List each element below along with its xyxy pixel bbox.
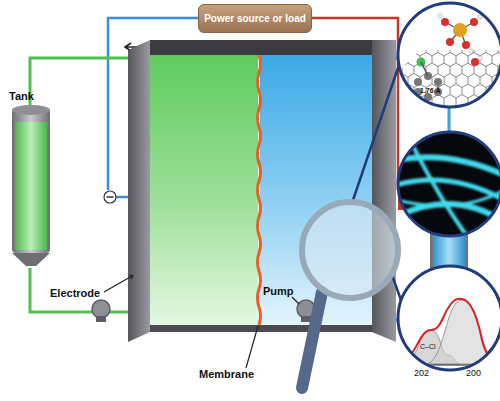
node-text: Power source or load	[204, 13, 306, 25]
pump-symbol	[92, 300, 110, 322]
pump-symbol	[96, 316, 106, 322]
fiber-micrograph-inset	[396, 140, 500, 240]
fiber-micrograph-inset	[396, 157, 500, 175]
negative-terminal-symbol	[107, 196, 114, 198]
leader-line	[129, 275, 133, 279]
part-label: Membrane	[199, 368, 254, 380]
tank	[15, 122, 47, 250]
leader-line	[292, 297, 299, 304]
leader-line	[246, 326, 258, 368]
magnifier	[302, 202, 398, 298]
molecular-model-inset	[446, 38, 454, 46]
bond-length-label: 1.76 Å	[420, 87, 441, 94]
negative-terminal-symbol	[104, 191, 116, 203]
power-source-box: Power source or load	[198, 4, 312, 33]
magnifier	[302, 292, 322, 388]
cell-stack	[150, 325, 396, 332]
molecular-model-inset	[462, 41, 470, 49]
molecular-model-inset	[471, 58, 479, 66]
cell-stack	[128, 40, 150, 342]
fiber-micrograph-inset	[396, 130, 500, 240]
molecular-model-inset	[438, 14, 442, 18]
molecular-model-inset	[478, 56, 482, 60]
zoom-line	[352, 62, 400, 203]
tank	[12, 105, 50, 115]
zoom-line	[392, 275, 401, 300]
molecular-model-inset	[434, 78, 442, 86]
cell-stack	[258, 55, 261, 325]
molecular-model-inset	[453, 23, 467, 37]
molecular-model-inset	[441, 18, 449, 26]
part-label: Electrode	[50, 287, 100, 299]
axis-tick-label: 202	[414, 368, 429, 378]
molecular-model-inset	[469, 49, 473, 53]
molecular-model-inset	[421, 62, 428, 76]
magnifier	[302, 183, 404, 388]
fiber-micrograph-inset	[396, 190, 500, 206]
cell-stack	[150, 55, 258, 325]
pump-symbol	[301, 316, 311, 322]
leader-line	[104, 275, 299, 368]
leader-line	[104, 276, 132, 292]
molecular-model-inset	[470, 18, 478, 26]
molecular-model-inset	[380, 0, 500, 110]
negative-terminal-symbol	[104, 191, 116, 203]
xps-spectrum-inset	[396, 264, 500, 374]
fiber-micrograph-inset	[396, 180, 500, 200]
part-label: Tank	[9, 90, 34, 102]
fiber-micrograph-inset	[396, 130, 500, 240]
part-label: Pump	[263, 285, 294, 297]
molecular-model-inset	[398, 3, 500, 107]
xps-spectrum-inset	[396, 264, 500, 374]
tank	[12, 105, 50, 266]
axis-tick-label: 200	[466, 368, 481, 378]
peak-label: C–Cl	[420, 343, 436, 350]
xps-spectrum-inset	[396, 264, 500, 374]
xps-spectrum-inset	[398, 365, 500, 366]
fiber-micrograph-inset	[398, 132, 500, 236]
molecular-model-inset	[414, 78, 422, 86]
cell-stack	[150, 40, 396, 55]
pump-symbol	[92, 300, 110, 318]
tank	[12, 108, 50, 253]
molecular-model-inset	[380, 0, 500, 110]
fiber-micrograph-inset	[396, 130, 500, 240]
tank	[12, 253, 50, 266]
xps-spectrum-inset	[398, 266, 500, 370]
